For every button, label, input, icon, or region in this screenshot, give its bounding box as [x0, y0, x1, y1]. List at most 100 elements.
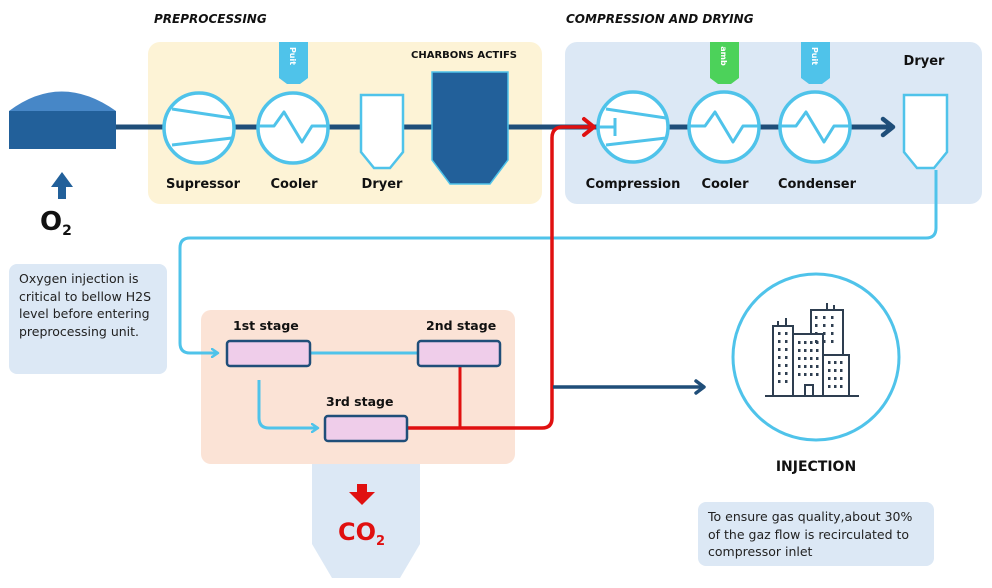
biogas-tank — [9, 111, 116, 149]
condenser-tag: Puit — [801, 42, 830, 84]
building-window — [828, 377, 831, 380]
building-windows — [778, 316, 843, 388]
building-window — [785, 348, 788, 351]
oxygen-symbol: O2 — [40, 207, 72, 239]
building-window — [778, 364, 781, 367]
oxygen-symbol-subscript: 2 — [62, 223, 72, 239]
compression-panel — [565, 42, 982, 204]
building-window — [823, 324, 826, 327]
stage2-label: 2nd stage — [426, 318, 497, 333]
building-window — [798, 373, 801, 376]
building-window — [804, 357, 807, 360]
compression-dryer-icon — [902, 93, 949, 170]
preprocessing-dryer-label: Dryer — [361, 177, 403, 192]
injection-arrowhead-icon — [694, 379, 706, 395]
compression-cooler-icon — [687, 90, 761, 164]
recycle-pipe — [408, 125, 590, 430]
building-window — [785, 332, 788, 335]
building-window — [798, 349, 801, 352]
recirculation-note: To ensure gas quality,about 30% of the g… — [698, 502, 934, 566]
building-window — [840, 369, 843, 372]
preprocessing-cooler-label: Cooler — [270, 177, 318, 192]
biogas-tank-dome — [9, 91, 116, 111]
building-window — [798, 341, 801, 344]
building-window — [810, 357, 813, 360]
section-title-compression: COMPRESSION AND DRYING — [566, 12, 754, 26]
building-window — [778, 348, 781, 351]
compression-label: Compression — [585, 177, 681, 192]
building-window — [815, 332, 818, 335]
building-window — [798, 357, 801, 360]
building-window — [828, 385, 831, 388]
building-window — [815, 324, 818, 327]
building-window — [816, 349, 819, 352]
stage1-membrane — [225, 339, 312, 368]
condenser-icon — [778, 90, 852, 164]
building-window — [785, 364, 788, 367]
building-window — [778, 332, 781, 335]
injection-label: INJECTION — [775, 459, 857, 475]
building-window — [804, 349, 807, 352]
compression-cooler-label: Cooler — [701, 177, 749, 192]
preprocessing-cooler-icon — [256, 91, 330, 165]
preprocessing-cooler-tag-text: Puit — [288, 47, 297, 65]
building-window — [828, 361, 831, 364]
building-window — [810, 373, 813, 376]
building-window — [834, 385, 837, 388]
building-window — [831, 316, 834, 319]
building-window — [834, 369, 837, 372]
building-window — [810, 349, 813, 352]
building-window — [816, 357, 819, 360]
building-window — [804, 365, 807, 368]
building-window — [834, 361, 837, 364]
condenser-tag-text: Puit — [810, 47, 819, 65]
co2-symbol: CO2 — [338, 518, 385, 549]
building-window — [778, 380, 781, 383]
supressor-label: Supressor — [166, 177, 240, 192]
section-title-preprocessing: PREPROCESSING — [154, 12, 267, 26]
building-window — [816, 341, 819, 344]
building-window — [823, 332, 826, 335]
building-window — [834, 377, 837, 380]
compression-dryer-label: Dryer — [903, 54, 945, 69]
building-window — [823, 316, 826, 319]
stage1-to-stage3-pipe — [257, 380, 318, 428]
building-window — [785, 356, 788, 359]
compression-cooler-tag: amb — [710, 42, 739, 84]
building-window — [840, 385, 843, 388]
building-window — [810, 365, 813, 368]
preprocessing-dryer-icon — [359, 93, 405, 170]
main-pipe-arrowhead-icon — [880, 116, 896, 138]
recycle-arrowhead-icon — [582, 117, 596, 137]
supressor-icon — [162, 91, 236, 165]
building-window — [785, 380, 788, 383]
building-window — [804, 341, 807, 344]
building-window — [828, 369, 831, 372]
co2-symbol-subscript: 2 — [376, 534, 385, 549]
building-window — [778, 340, 781, 343]
compression-cooler-tag-text: amb — [719, 46, 728, 66]
building-window — [785, 340, 788, 343]
building-window — [785, 372, 788, 375]
building-window — [816, 373, 819, 376]
building-window — [831, 332, 834, 335]
preprocessing-cooler-tag: Puit — [279, 42, 308, 84]
oxygen-symbol-letter: O — [40, 207, 62, 237]
building-window — [815, 316, 818, 319]
building-window — [778, 356, 781, 359]
building-window — [810, 341, 813, 344]
co2-down-arrow-icon — [349, 484, 375, 505]
oxygen-note: Oxygen injection is critical to bellow H… — [9, 264, 167, 374]
co2-symbol-letters: CO — [338, 518, 376, 546]
condenser-label: Condenser — [777, 177, 857, 192]
building-window — [831, 324, 834, 327]
activated-carbon-vessel-icon — [431, 71, 509, 185]
building-window — [831, 340, 834, 343]
compressor-icon — [596, 90, 670, 164]
stage3-label: 3rd stage — [326, 394, 394, 409]
co2-outlet-hopper — [312, 464, 420, 578]
building-window — [798, 365, 801, 368]
building-window — [840, 377, 843, 380]
building-window — [778, 372, 781, 375]
